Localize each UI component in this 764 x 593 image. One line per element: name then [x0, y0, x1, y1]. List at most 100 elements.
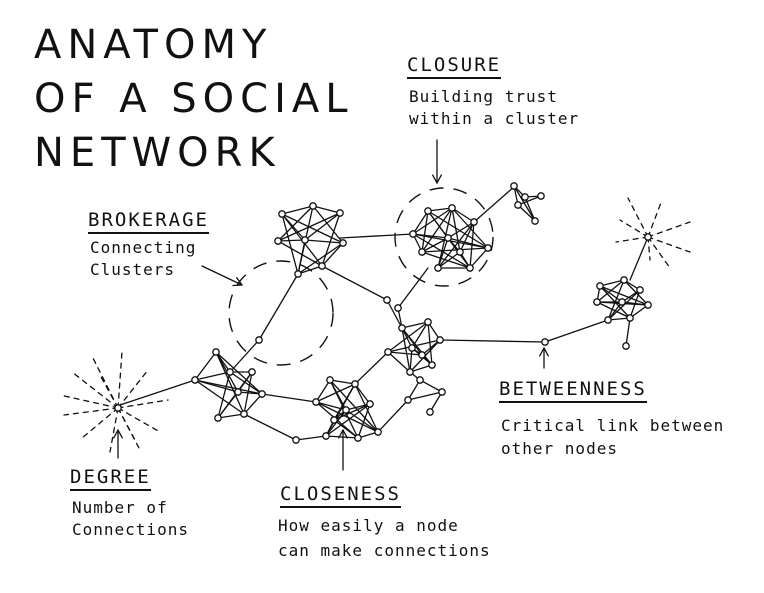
network-node — [426, 408, 434, 416]
network-edge — [258, 273, 299, 341]
network-edge — [277, 212, 341, 242]
network-edge — [401, 321, 429, 329]
network-edge — [629, 236, 649, 281]
network-node — [374, 428, 382, 436]
network-node — [255, 336, 263, 344]
network-edge — [427, 207, 453, 212]
network-node — [626, 314, 634, 322]
network-node — [436, 336, 444, 344]
betweenness-label: BETWEENNESS — [499, 378, 647, 403]
network-node — [409, 230, 417, 238]
network-edge — [459, 221, 475, 253]
title-line-2: OF A SOCIAL — [34, 76, 354, 122]
network-edge — [243, 393, 263, 415]
network-node — [318, 262, 326, 270]
betweenness-desc-line-2: other nodes — [501, 439, 618, 458]
network-edge — [427, 210, 449, 239]
brokerage-label: BROKERAGE — [88, 209, 209, 234]
title-line-3: NETWORK — [34, 130, 281, 176]
degree-spoke — [117, 407, 161, 433]
network-edge — [386, 299, 403, 329]
network-edge — [243, 413, 297, 441]
closure-label: CLOSURE — [407, 54, 502, 79]
network-edge — [451, 207, 475, 223]
network-edge — [421, 251, 471, 269]
network-node — [424, 318, 432, 326]
network-edge — [447, 237, 489, 249]
network-edge — [345, 409, 379, 433]
network-edge — [312, 205, 344, 244]
network-edge — [387, 351, 411, 373]
network-node — [292, 436, 300, 444]
star-spoke — [647, 221, 691, 238]
network-node — [444, 234, 452, 242]
network-node — [274, 237, 282, 245]
brokerage-arrow-head — [232, 284, 243, 287]
network-node — [406, 368, 414, 376]
network-edge — [325, 403, 371, 437]
network-edge — [329, 379, 356, 385]
network-edge — [421, 210, 429, 253]
network-edge — [409, 347, 413, 373]
network-edge — [281, 205, 314, 215]
network-node — [521, 193, 529, 201]
network-edge — [421, 247, 489, 253]
degree-desc-line-2: Connections — [72, 520, 189, 539]
network-edge — [261, 393, 317, 403]
network-edge — [421, 207, 453, 253]
network-node — [644, 301, 652, 309]
network-edge — [194, 379, 245, 415]
network-node — [312, 398, 320, 406]
network-edge — [596, 279, 625, 303]
network-node — [428, 361, 436, 369]
network-edge — [304, 212, 341, 241]
network-node — [248, 368, 256, 376]
network-node — [448, 204, 456, 212]
star-hub-node — [644, 233, 652, 241]
network-node — [416, 376, 424, 384]
network-node — [383, 296, 391, 304]
network-edge — [421, 237, 449, 253]
network-edge — [297, 242, 344, 275]
star-spoke — [647, 199, 663, 238]
network-edge — [412, 210, 429, 235]
closeness-arrow-head — [342, 429, 348, 439]
network-edge — [215, 351, 263, 395]
network-node — [294, 270, 302, 278]
network-edge — [439, 339, 546, 343]
network-node — [354, 434, 362, 442]
degree-spoke — [117, 399, 169, 409]
network-edge — [429, 391, 443, 413]
network-node — [212, 348, 220, 356]
network-node — [278, 210, 286, 218]
network-edge — [357, 403, 371, 439]
network-node — [226, 368, 234, 376]
network-edge — [194, 379, 239, 393]
network-node — [408, 344, 416, 352]
network-edge — [447, 221, 475, 239]
closeness-desc-line-1: How easily a node — [278, 516, 459, 535]
network-node — [604, 316, 612, 324]
network-node — [351, 380, 359, 388]
network-edge — [354, 383, 379, 433]
network-node — [596, 282, 604, 290]
network-edge — [599, 285, 623, 303]
network-edge — [401, 327, 411, 373]
network-node — [514, 201, 522, 209]
network-node — [398, 324, 406, 332]
network-node — [342, 406, 350, 414]
network-node — [418, 351, 426, 359]
network-node — [537, 192, 545, 200]
degree-spoke — [71, 371, 119, 409]
network-node — [322, 432, 330, 440]
star-spoke — [647, 236, 671, 269]
degree-spoke — [117, 407, 136, 441]
network-edge — [437, 237, 449, 269]
network-node — [191, 376, 199, 384]
network-edge — [315, 379, 331, 403]
network-edge — [599, 279, 625, 287]
network-node — [366, 400, 374, 408]
network-node — [394, 304, 402, 312]
closure-arrow-head — [432, 174, 438, 184]
network-edge — [229, 371, 263, 395]
